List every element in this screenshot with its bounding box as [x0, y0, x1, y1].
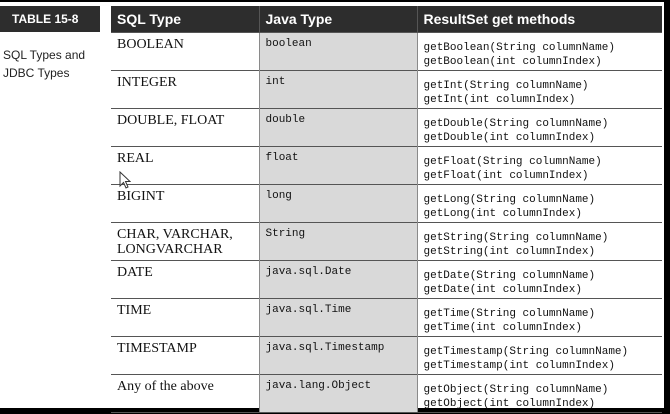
java-type-cell: int [259, 70, 418, 109]
table-row: Any of the above java.lang.Object getObj… [111, 374, 662, 413]
table-row: TIME java.sql.Time getTime(String column… [111, 298, 662, 337]
table-header-row: SQL Type Java Type ResultSet get methods [111, 6, 662, 33]
table-caption: SQL Types and JDBC Types [0, 46, 100, 82]
resultset-methods-cell: getObject(String columnName)getObject(in… [417, 374, 662, 413]
resultset-methods-cell: getTimestamp(String columnName)getTimest… [417, 336, 662, 375]
sql-type-cell: BOOLEAN [111, 32, 260, 71]
java-type-cell: double [259, 108, 418, 147]
java-type-cell: java.sql.Date [259, 260, 418, 299]
sql-type-cell: TIMESTAMP [111, 336, 260, 375]
resultset-methods-cell: getTime(String columnName)getTime(int co… [417, 298, 662, 337]
java-type-cell: String [259, 222, 418, 261]
table-row: REAL float getFloat(String columnName)ge… [111, 146, 662, 185]
table-row: CHAR, VARCHAR,LONGVARCHAR String getStri… [111, 222, 662, 261]
resultset-methods-cell: getBoolean(String columnName)getBoolean(… [417, 32, 662, 71]
java-type-cell: boolean [259, 32, 418, 71]
java-type-cell: java.sql.Timestamp [259, 336, 418, 375]
mouse-pointer-icon [119, 171, 131, 189]
table-row: BIGINT long getLong(String columnName)ge… [111, 184, 662, 223]
resultset-methods-cell: getString(String columnName)getString(in… [417, 222, 662, 261]
java-type-cell: java.sql.Time [259, 298, 418, 337]
table-caption-line-1: SQL Types and [3, 48, 86, 62]
table-number-label: TABLE 15-8 [0, 6, 100, 32]
sql-type-cell: Any of the above [111, 374, 260, 413]
java-type-cell: float [259, 146, 418, 185]
sql-type-cell: CHAR, VARCHAR,LONGVARCHAR [111, 222, 260, 261]
table-row: DOUBLE, FLOAT double getDouble(String co… [111, 108, 662, 147]
header-resultset-methods: ResultSet get methods [417, 6, 662, 33]
sql-type-cell: REAL [111, 146, 260, 185]
sql-jdbc-types-table: SQL Type Java Type ResultSet get methods… [111, 6, 662, 413]
header-sql-type: SQL Type [111, 6, 260, 33]
sql-type-cell: DATE [111, 260, 260, 299]
table-row: BOOLEAN boolean getBoolean(String column… [111, 32, 662, 71]
sql-type-cell: INTEGER [111, 70, 260, 109]
table-row: TIMESTAMP java.sql.Timestamp getTimestam… [111, 336, 662, 375]
resultset-methods-cell: getFloat(String columnName)getFloat(int … [417, 146, 662, 185]
resultset-methods-cell: getLong(String columnName)getLong(int co… [417, 184, 662, 223]
sql-type-cell: BIGINT [111, 184, 260, 223]
sql-type-cell: TIME [111, 298, 260, 337]
sql-type-cell: DOUBLE, FLOAT [111, 108, 260, 147]
table-row: DATE java.sql.Date getDate(String column… [111, 260, 662, 299]
table-caption-line-2: JDBC Types [3, 66, 70, 80]
java-type-cell: long [259, 184, 418, 223]
resultset-methods-cell: getDouble(String columnName)getDouble(in… [417, 108, 662, 147]
resultset-methods-cell: getDate(String columnName)getDate(int co… [417, 260, 662, 299]
java-type-cell: java.lang.Object [259, 374, 418, 413]
table-row: INTEGER int getInt(String columnName)get… [111, 70, 662, 109]
header-java-type: Java Type [259, 6, 418, 33]
resultset-methods-cell: getInt(String columnName)getInt(int colu… [417, 70, 662, 109]
